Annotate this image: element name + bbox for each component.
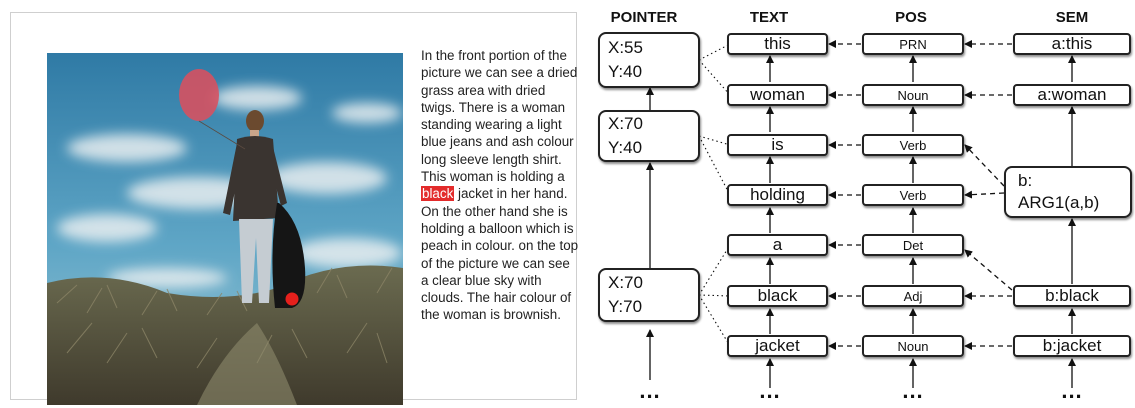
- pointer-x: X:70: [608, 273, 643, 292]
- ellipsis-text: ...: [759, 378, 781, 403]
- header-sem: SEM: [1055, 9, 1089, 26]
- woman-figure: [223, 110, 306, 308]
- pointer-marker: [285, 292, 299, 306]
- image-caption-panel: In the front portion of the picture we c…: [10, 12, 578, 405]
- sem-node-jacket: b:jacket: [1013, 335, 1131, 357]
- text-token-is: is: [727, 134, 828, 156]
- text-token-a: a: [727, 234, 828, 256]
- pointer-node: X:70 Y:40: [598, 110, 700, 162]
- text-token-jacket: jacket: [727, 335, 828, 357]
- sem-arg-line2: ARG1(a,b): [1018, 193, 1100, 212]
- caption-highlight-word: black: [421, 186, 455, 202]
- caption-text-after: jacket in her hand. On the other hand sh…: [421, 186, 579, 323]
- sem-node-this: a:this: [1013, 33, 1131, 55]
- header-pos: POS: [895, 9, 927, 26]
- diagram-edges: [646, 40, 1076, 388]
- ellipsis-pos: ...: [902, 378, 924, 403]
- pointer-node: X:55 Y:40: [598, 32, 700, 88]
- pos-tag: Verb: [862, 184, 964, 206]
- text-token-black: black: [727, 285, 828, 307]
- grounding-diagram: POINTER TEXT POS SEM X:55 Y:40 X:70 Y:40…: [580, 0, 1135, 408]
- text-token-woman: woman: [727, 84, 828, 106]
- ellipsis-sem: ...: [1061, 378, 1083, 403]
- pos-tag: Noun: [862, 84, 964, 106]
- ellipsis-pointer: ...: [639, 378, 661, 403]
- sem-node-arg1: b: ARG1(a,b): [1004, 166, 1132, 218]
- image-caption: In the front portion of the picture we c…: [421, 47, 581, 324]
- text-token-holding: holding: [727, 184, 828, 206]
- pointer-y: Y:40: [608, 62, 643, 81]
- sem-node-woman: a:woman: [1013, 84, 1131, 106]
- arg-to-woman-edge: [580, 0, 1135, 408]
- photo-woman-with-balloon: [47, 53, 403, 405]
- header-pointer: POINTER: [610, 9, 678, 26]
- pos-tag: Noun: [862, 335, 964, 357]
- pointer-y: Y:70: [608, 297, 643, 316]
- pos-tag: PRN: [862, 33, 964, 55]
- caption-text-before: In the front portion of the picture we c…: [421, 48, 578, 185]
- photo-illustration: [47, 53, 403, 405]
- pointer-x: X:70: [608, 114, 643, 133]
- sem-node-black: b:black: [1013, 285, 1131, 307]
- text-token-this: this: [727, 33, 828, 55]
- pointer-y: Y:40: [608, 138, 643, 157]
- pos-tag: Adj: [862, 285, 964, 307]
- balloon: [179, 69, 219, 121]
- pos-tag: Verb: [862, 134, 964, 156]
- sem-arg-line1: b:: [1018, 171, 1033, 190]
- header-text: TEXT: [749, 9, 789, 26]
- pos-tag: Det: [862, 234, 964, 256]
- pointer-x: X:55: [608, 38, 643, 57]
- pointer-node: X:70 Y:70: [598, 268, 700, 322]
